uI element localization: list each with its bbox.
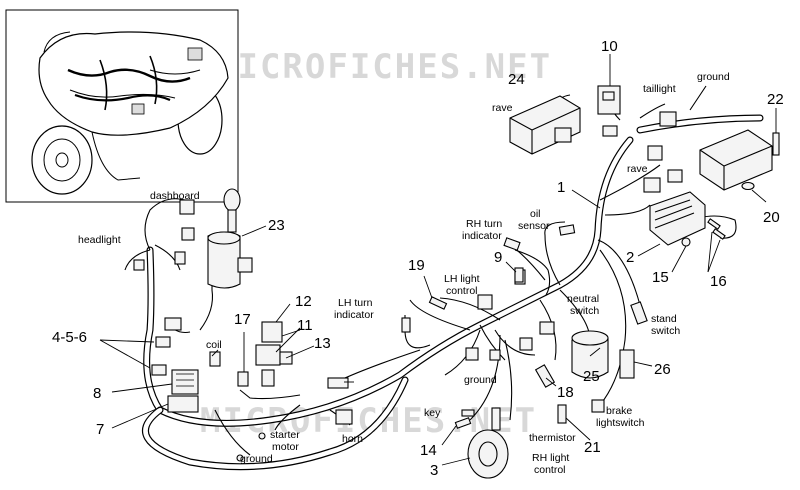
main-harness: [142, 114, 764, 471]
callout-19: 19: [408, 257, 425, 274]
callout-7: 7: [96, 421, 104, 438]
callout-24: 24: [508, 71, 525, 88]
callout-4-5-6: 4-5-6: [52, 329, 87, 346]
label-lh-light-control: LH light control: [444, 273, 483, 297]
callout-9: 9: [494, 249, 502, 266]
label-ground-top: ground: [697, 71, 730, 83]
label-rave-top: rave: [492, 102, 513, 114]
label-oil-sensor-line1: oil: [530, 208, 541, 220]
callout-10: 10: [601, 38, 618, 55]
label-lh-turn-indicator: LH turn indicator: [334, 297, 375, 321]
text-labels: dashboard headlight rave taillight groun…: [78, 71, 730, 476]
label-neutral-switch: neutral switch: [567, 293, 602, 317]
label-rh-light-control: RH light control: [532, 452, 572, 476]
callout-25: 25: [583, 368, 600, 385]
motorcycle-inset: [5, 9, 239, 203]
callout-18: 18: [557, 384, 574, 401]
label-stand-switch: stand switch: [651, 313, 680, 337]
callout-numbers: 1 2 3 4-5-6 7 8 9 10 11 12 13 14 15 16 1…: [52, 38, 784, 479]
callout-12: 12: [295, 293, 312, 310]
label-oil-sensor: oil sensor: [518, 208, 550, 232]
callout-14: 14: [420, 442, 437, 459]
callout-21: 21: [584, 439, 601, 456]
callout-17: 17: [234, 311, 251, 328]
label-horn: horn: [342, 433, 363, 445]
callout-20: 20: [763, 209, 780, 226]
label-rh-turn-indicator: RH turn indicator: [462, 218, 505, 242]
label-coil: coil: [206, 339, 222, 351]
callout-23: 23: [268, 217, 285, 234]
label-thermistor: thermistor: [529, 432, 576, 444]
callout-8: 8: [93, 385, 101, 402]
callout-2: 2: [626, 249, 634, 266]
label-key: key: [424, 407, 441, 419]
label-oil-sensor-line2: sensor: [518, 220, 550, 232]
label-brake-lightswitch: brake lightswitch: [596, 405, 645, 429]
label-rave-right: rave: [627, 163, 648, 175]
callout-3: 3: [430, 462, 438, 479]
label-starter-motor: starter motor: [270, 429, 303, 453]
label-ground-bottom: ground: [240, 453, 273, 465]
label-ground-mid: ground: [464, 374, 497, 386]
callout-13: 13: [314, 335, 331, 352]
callout-16: 16: [710, 273, 727, 290]
callout-26: 26: [654, 361, 671, 378]
callout-15: 15: [652, 269, 669, 286]
label-headlight: headlight: [78, 234, 121, 246]
components: [133, 85, 780, 479]
callout-1: 1: [557, 179, 565, 196]
leader-lines: [99, 54, 777, 466]
watermark-top: MICROFICHES.NET: [215, 47, 552, 87]
label-dashboard: dashboard: [150, 190, 200, 202]
callout-22: 22: [767, 91, 784, 108]
label-taillight: taillight: [643, 83, 676, 95]
callout-11: 11: [297, 317, 313, 334]
